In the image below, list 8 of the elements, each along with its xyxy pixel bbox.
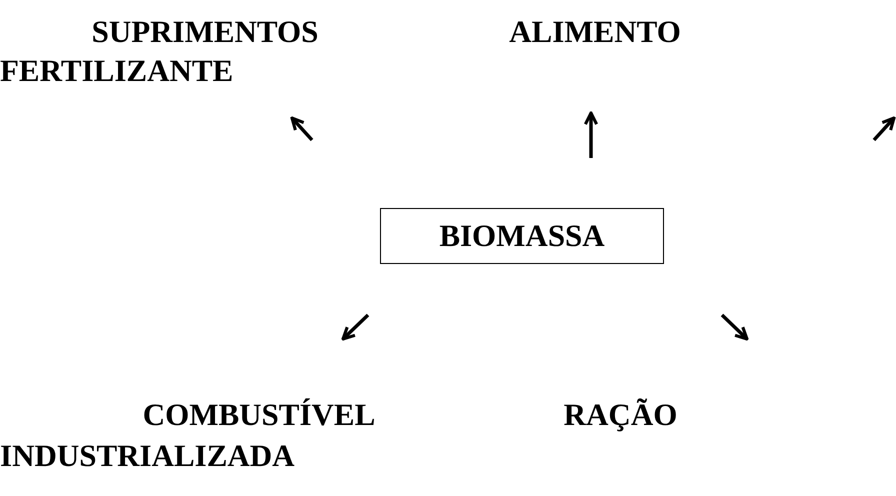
output-label: INDUSTRIALIZADA [0,439,295,473]
output-label: SUPRIMENTOS [92,15,318,49]
output-label: RAÇÃO [564,398,678,432]
process-box [380,208,664,264]
output-label: FERTILIZANTE [0,54,234,88]
box-label: BIOMASSA [439,219,605,253]
output-label: ALIMENTO [509,15,681,49]
output-label: COMBUSTÍVEL [142,398,376,432]
